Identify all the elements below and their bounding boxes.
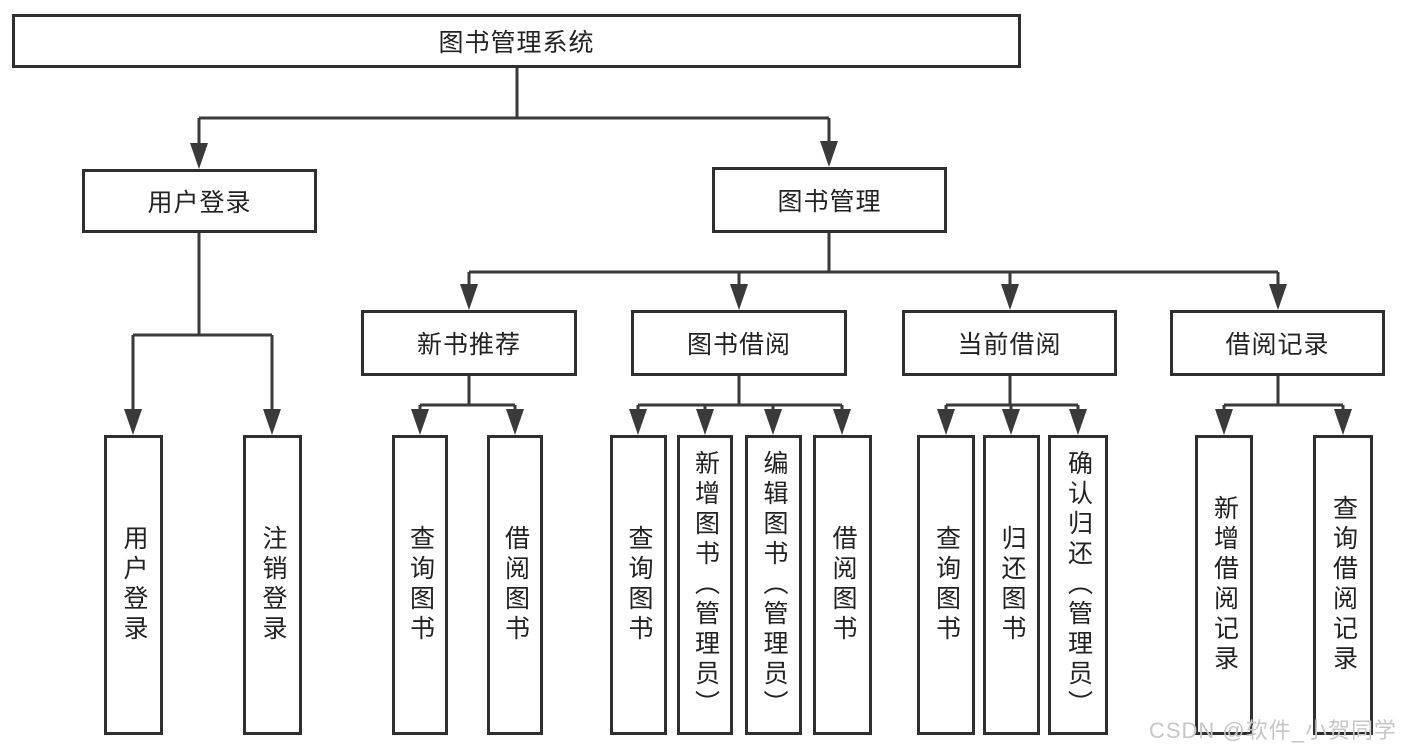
node-label: 查询借阅记录: [1329, 495, 1358, 675]
csdn-watermark: CSDN @软件_小贺同学: [1148, 718, 1397, 743]
leaf-query-books-newbook: 查询图书: [392, 435, 448, 735]
leaf-borrow-books: 借阅图书: [813, 435, 872, 735]
node-label: 用户登录: [147, 189, 252, 217]
node-book-borrow: 图书借阅: [631, 310, 847, 376]
node-label: 查询图书: [932, 525, 961, 645]
node-label: 新增借阅记录: [1210, 495, 1239, 675]
leaf-add-books-admin: 新增图书（管理员）: [677, 435, 733, 735]
node-label: 图书管理系统: [438, 29, 595, 57]
leaf-edit-books-admin: 编辑图书（管理员）: [745, 435, 802, 735]
leaf-query-borrow-record: 查询借阅记录: [1313, 435, 1373, 735]
leaf-logout: 注销登录: [243, 435, 302, 735]
node-book-management: 图书管理: [712, 167, 947, 233]
node-label: 借阅图书: [829, 525, 857, 645]
node-label: 借阅记录: [1225, 331, 1330, 359]
leaf-confirm-return-admin: 确认归还（管理员）: [1048, 435, 1108, 735]
leaf-query-books-current: 查询图书: [917, 435, 975, 735]
node-label: 借阅图书: [501, 525, 530, 645]
leaf-user-login: 用户登录: [104, 435, 163, 735]
node-label: 新书推荐: [416, 331, 521, 359]
node-user-login: 用户登录: [82, 169, 317, 233]
leaf-add-borrow-record: 新增借阅记录: [1195, 435, 1253, 735]
arrowhead-icons: [124, 141, 1352, 435]
node-borrow-records: 借阅记录: [1170, 310, 1385, 376]
node-label: 图书借阅: [686, 331, 791, 359]
node-label: 归还图书: [998, 525, 1026, 645]
leaf-return-books: 归还图书: [983, 435, 1040, 735]
node-label: 新增图书（管理员）: [691, 450, 720, 720]
node-label: 图书管理: [777, 188, 882, 216]
node-new-book-recommend: 新书推荐: [361, 310, 577, 376]
node-current-borrow: 当前借阅: [902, 310, 1117, 376]
node-label: 当前借阅: [957, 331, 1062, 359]
node-label: 注销登录: [259, 525, 287, 645]
node-label: 查询图书: [406, 525, 435, 645]
leaf-borrow-books-newbook: 借阅图书: [487, 435, 543, 735]
node-label: 用户登录: [120, 525, 148, 645]
node-label: 编辑图书（管理员）: [760, 450, 788, 720]
leaf-query-books-borrow: 查询图书: [610, 435, 667, 735]
node-label: 确认归还（管理员）: [1064, 450, 1093, 720]
node-label: 查询图书: [625, 525, 653, 645]
node-root-system: 图书管理系统: [12, 14, 1021, 68]
